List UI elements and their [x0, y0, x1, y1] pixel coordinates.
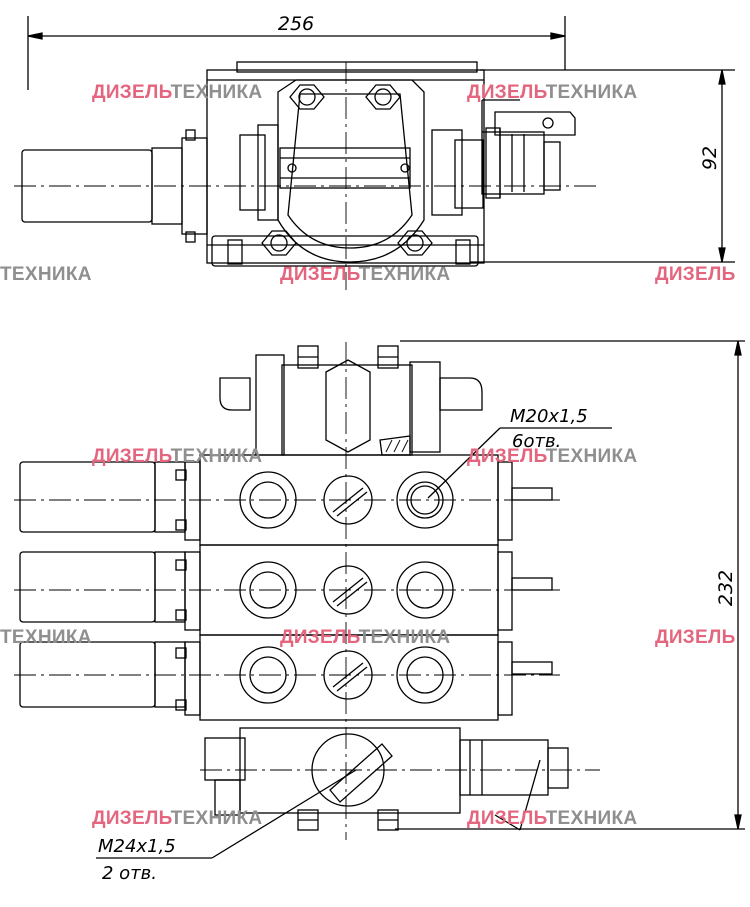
callout-m24: M24x1,5 2 отв. [96, 759, 541, 884]
top-bolt [261, 230, 297, 256]
callout-m20: M20x1,5 6отв. [427, 406, 612, 499]
cover-bolt [297, 809, 319, 831]
dim-front-height: 232 [715, 570, 737, 606]
front-view: 232 [14, 340, 745, 884]
top-bolt [365, 84, 401, 110]
callout-m20-thread: M20x1,5 [510, 406, 588, 427]
dim-top-width: 256 [278, 13, 314, 35]
dimension-front-height: 232 [395, 340, 745, 830]
top-view: 256 92 [14, 13, 735, 290]
dimension-height: 92 [470, 69, 735, 263]
cover-bolt [377, 345, 399, 369]
callout-m24-thread: M24x1,5 [98, 836, 176, 857]
dimension-width: 256 [27, 13, 566, 90]
callout-m24-count: 2 отв. [102, 863, 157, 884]
spool-section [19, 634, 553, 721]
cover-bolt [297, 345, 319, 369]
cover-bolt [377, 809, 399, 831]
callout-m20-count: 6отв. [512, 431, 561, 452]
top-bolt [397, 230, 433, 256]
dim-top-height: 92 [699, 146, 721, 170]
top-bolt [289, 84, 325, 110]
